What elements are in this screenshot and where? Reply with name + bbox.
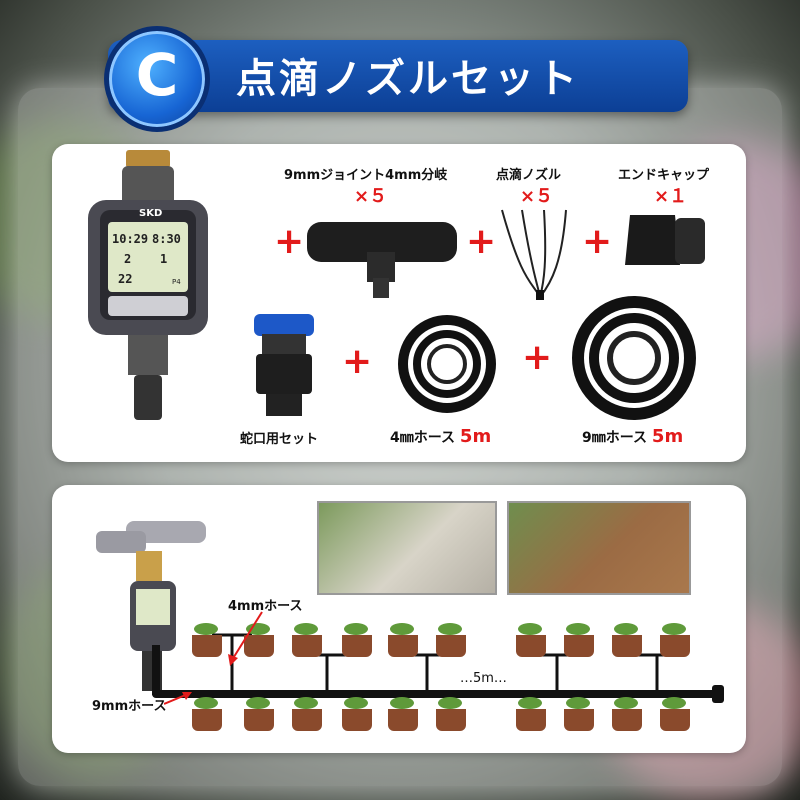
faucet-label: 蛇口用セット [240, 432, 319, 447]
plant-pot [292, 709, 322, 731]
section-badge: C [104, 26, 210, 132]
hose4-length: 5m [459, 426, 492, 447]
plant-pot [660, 709, 690, 731]
main-hose-line [152, 690, 718, 698]
nozzle-label: 点滴ノズル [496, 168, 562, 183]
timer-brand: SKD [139, 208, 163, 219]
plus-sign: + [466, 221, 497, 262]
banner-title: 点滴ノズルセット [236, 56, 580, 102]
timer-time2: 8:30 [152, 232, 181, 246]
endcap-label: エンドキャップ [618, 168, 710, 183]
plant-pot [388, 709, 418, 731]
installation-diagram-panel: 4mmホース 9mmホース …5m… [52, 485, 746, 753]
end-cap-image [625, 215, 705, 265]
plant-pot [516, 709, 546, 731]
end-cap-marker [712, 685, 724, 703]
hose9-arrow [164, 692, 192, 705]
plant-pot [564, 709, 594, 731]
plus-sign: + [342, 341, 373, 382]
garden-photo-2 [507, 501, 691, 595]
plant-pot [436, 709, 466, 731]
plant-pot [660, 635, 690, 657]
plant-pot [342, 635, 372, 657]
timer-model: P4 [172, 278, 181, 286]
endcap-qty: ×１ [654, 186, 688, 207]
garden-photo-1 [317, 501, 497, 595]
joint-label: 9mmジョイント4mm分岐 [284, 168, 448, 183]
hose4-label: 4㎜ホース 5m [390, 426, 491, 447]
plant-pot [436, 635, 466, 657]
nozzle-qty: ×５ [520, 186, 554, 207]
plant-pot [612, 709, 642, 731]
plus-sign: + [582, 221, 613, 262]
hose9-name: 9㎜ホース [582, 430, 648, 446]
plant-pot [192, 635, 222, 657]
plant-pot [516, 635, 546, 657]
plant-pot [388, 635, 418, 657]
hose-4mm-coil-image [398, 315, 496, 413]
timer-val2: 1 [160, 252, 168, 266]
plus-sign: + [274, 221, 305, 262]
faucet-adapter-image [254, 314, 314, 416]
drip-nozzle-image [501, 209, 567, 300]
plant-pot [564, 635, 594, 657]
hose4-diagram-label: 4mmホース [228, 599, 303, 614]
hose9-label: 9㎜ホース 5m [582, 426, 683, 447]
hose4-arrow [228, 611, 263, 666]
plus-sign: + [522, 337, 553, 378]
hose9-length: 5m [651, 426, 684, 447]
plant-pot [612, 635, 642, 657]
plant-leaves [194, 623, 686, 709]
length-label: …5m… [460, 671, 507, 686]
plant-pot [244, 635, 274, 657]
badge-letter: C [135, 41, 179, 109]
hose9-diagram-label: 9mmホース [92, 699, 167, 714]
plant-pot [342, 709, 372, 731]
hose4-name: 4㎜ホース [390, 430, 456, 446]
contents-panel: SKD 10:29 8:30 2 1 22 P4 9mmジョイント4mm分岐 ×… [52, 144, 746, 462]
water-timer-image [88, 150, 208, 420]
hose-9mm-coil-image [572, 296, 696, 420]
timer-time1: 10:29 [112, 232, 149, 246]
plant-pot [292, 635, 322, 657]
main-hose-riser [152, 645, 160, 695]
plant-pot [244, 709, 274, 731]
tee-joint-image [307, 222, 457, 298]
timer-val3: 22 [118, 272, 133, 286]
joint-qty: ×５ [354, 186, 388, 207]
plant-pot [192, 709, 222, 731]
timer-val1: 2 [124, 252, 132, 266]
